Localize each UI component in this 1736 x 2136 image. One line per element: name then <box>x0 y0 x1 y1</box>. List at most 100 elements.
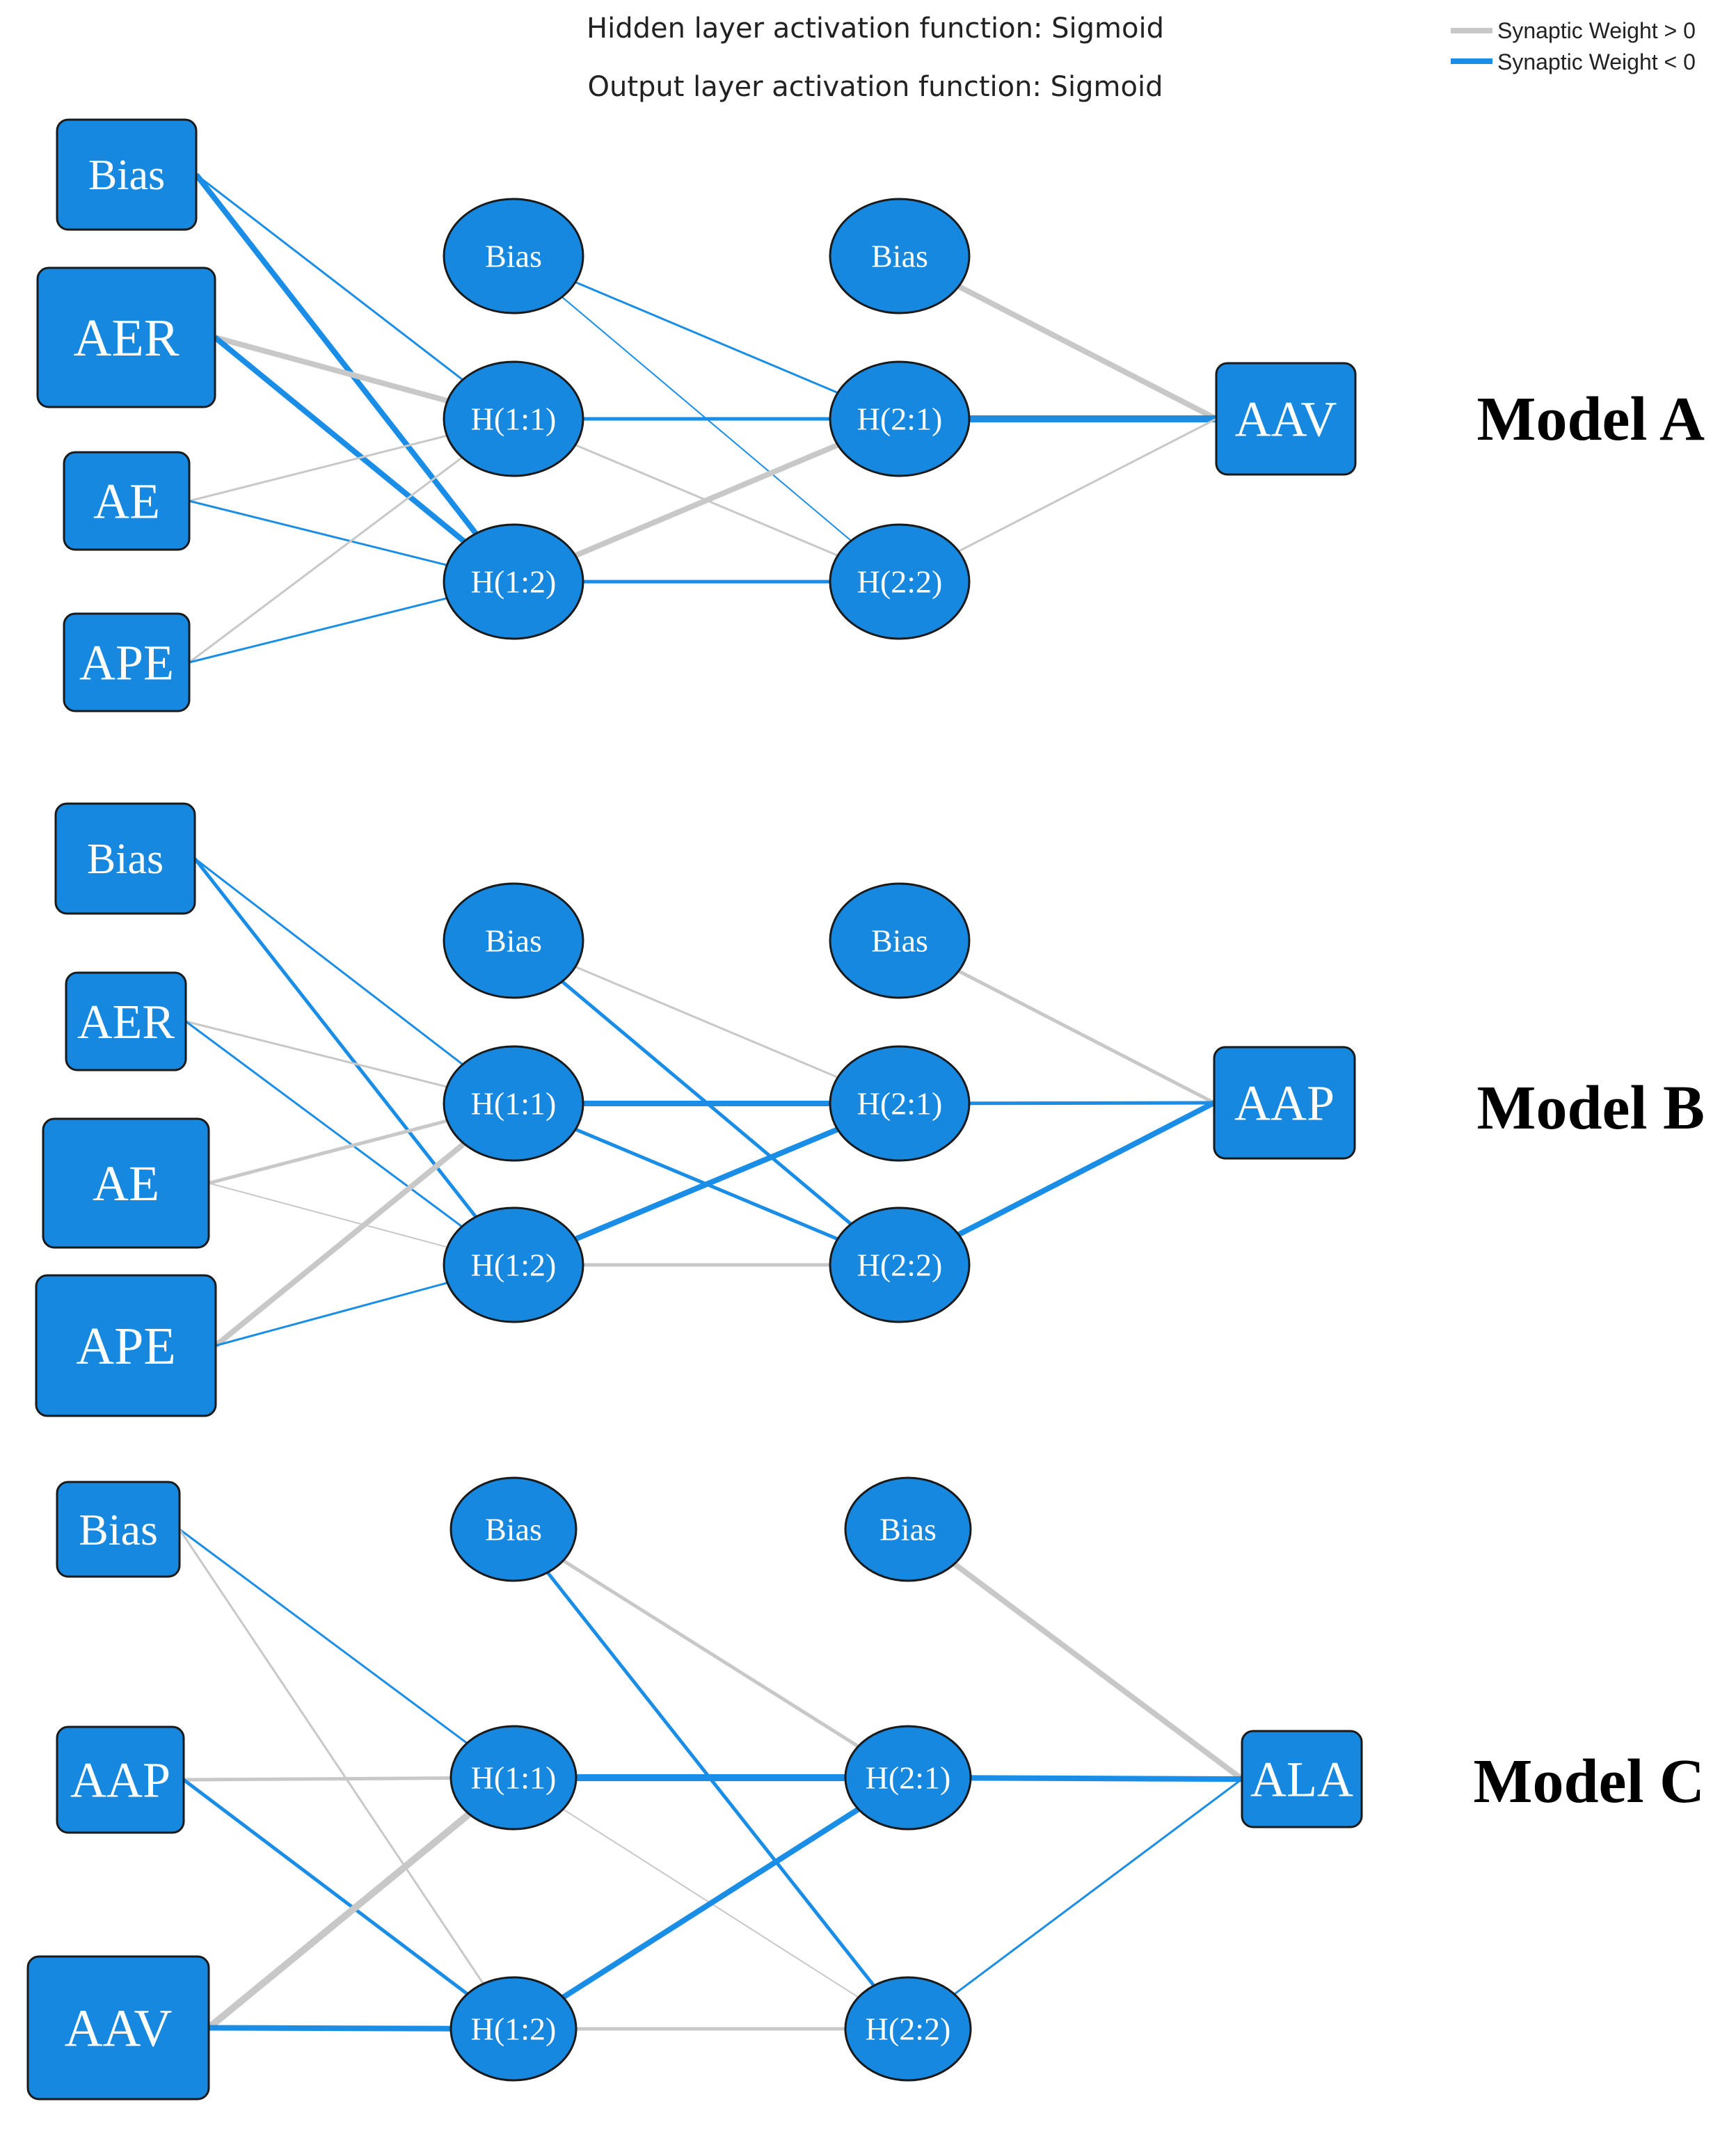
model-labels: Model A Model B Model C <box>1474 385 1705 1816</box>
model-a-edge-in0-to-h1_1-negative <box>196 173 464 381</box>
model-b-edge-in0-to-h1_1-negative <box>194 857 463 1066</box>
model-b-hidden1-node-h-1-2: H(1:2) <box>443 1206 584 1323</box>
model-c-hidden1-label-bias: Bias <box>485 1512 542 1547</box>
model-c-hidden1-label-h-1-1: H(1:1) <box>471 1760 557 1796</box>
model-a-edge-h2_2-to-out-positive <box>958 417 1217 552</box>
model-a-hidden1-label-h-1-2: H(1:2) <box>471 564 557 600</box>
model-a-hidden2-node-bias: Bias <box>829 198 971 314</box>
model-b-edge-in2-to-h1_2-positive <box>208 1182 448 1248</box>
output-activation-caption: Output layer activation function: Sigmoi… <box>588 71 1163 103</box>
model-c-edge-in0-to-h1_2-positive <box>178 1529 484 1985</box>
model-a-input-label-bias: Bias <box>88 152 165 199</box>
model-c-edge-h2_1-to-out-negative <box>970 1775 1243 1782</box>
model-b-input-label-ae: AE <box>93 1156 159 1211</box>
model-a-edge-h1_b-to-h2_1-negative <box>575 281 838 394</box>
model-b-hidden2-label-bias: Bias <box>871 923 928 959</box>
model-c-hidden2-node-bias: Bias <box>844 1476 972 1582</box>
model-b-hidden1-label-bias: Bias <box>485 923 542 959</box>
model-c-edge-in2-to-h1_1-positive <box>206 1811 472 2031</box>
model-c-hidden2-node-h-2-2: H(2:2) <box>844 1976 972 2082</box>
model-c-input-node-bias: Bias <box>56 1481 181 1578</box>
nodes: BiasAERAEAPEBiasH(1:1)H(1:2)BiasH(2:1)H(… <box>26 118 1363 2101</box>
model-b-title: Model B <box>1477 1074 1705 1142</box>
model-c-input-node-aap: AAP <box>56 1725 185 1834</box>
model-b-input-node-bias: Bias <box>54 802 196 915</box>
model-a-hidden2-node-h-2-2: H(2:2) <box>829 523 971 640</box>
model-b-hidden2-node-bias: Bias <box>829 882 971 999</box>
model-c-hidden1-node-bias: Bias <box>449 1476 578 1582</box>
model-b-input-node-ae: AE <box>42 1117 210 1249</box>
model-c-input-label-aap: AAP <box>70 1752 170 1808</box>
model-b-edge-in3-to-h1_1-positive <box>214 1141 466 1348</box>
model-c-edge-in1-to-h1_1-positive <box>183 1776 452 1782</box>
model-c-hidden1-node-h-1-1: H(1:1) <box>449 1725 578 1831</box>
model-a-output-node-aav: AAV <box>1215 362 1357 476</box>
model-c-hidden2-label-bias: Bias <box>879 1512 937 1547</box>
model-a-input-label-ae: AE <box>93 473 160 529</box>
model-a-output-label: AAV <box>1235 391 1337 447</box>
model-b-input-node-aer: AER <box>65 971 187 1071</box>
model-a-edge-h1_2-to-h2_1-positive <box>574 442 839 559</box>
model-b-output-label: AAP <box>1234 1075 1335 1131</box>
model-c-edge-in1-to-h1_2-negative <box>182 1778 469 1995</box>
legend-positive-label: Synaptic Weight > 0 <box>1497 18 1696 43</box>
model-c-edge-h2_2-to-out-negative <box>953 1778 1243 1995</box>
model-c-input-label-aav: AAV <box>65 1999 173 2057</box>
model-a-input-label-aer: AER <box>74 309 180 367</box>
model-c-hidden1-node-h-1-2: H(1:2) <box>449 1976 578 2082</box>
model-c-hidden2-label-h-2-2: H(2:2) <box>866 2011 951 2047</box>
model-c-hidden2-node-h-2-1: H(2:1) <box>844 1725 972 1831</box>
model-a-edge-in2-to-h1_1-positive <box>189 434 447 502</box>
model-c-edge-h1_2-to-h2_1-negative <box>562 1806 860 2000</box>
model-a-input-node-ae: AE <box>63 451 191 551</box>
model-a-title: Model A <box>1477 385 1705 454</box>
model-a-hidden1-node-bias: Bias <box>443 198 584 314</box>
model-b-hidden2-node-h-2-1: H(2:1) <box>829 1045 971 1162</box>
model-b-input-label-bias: Bias <box>87 836 164 883</box>
model-b-input-node-ape: APE <box>35 1274 217 1417</box>
model-c-output-label: ALA <box>1250 1751 1353 1807</box>
model-b-hidden1-node-h-1-1: H(1:1) <box>443 1045 584 1162</box>
model-c-edge-h2_b-to-out-positive <box>953 1561 1244 1782</box>
model-a-input-label-ape: APE <box>79 635 174 690</box>
model-b-edge-h2_2-to-out-negative <box>957 1100 1216 1237</box>
model-c-edge-in2-to-h1_2-negative <box>208 2025 452 2032</box>
model-a-hidden2-label-h-2-1: H(2:1) <box>857 401 943 437</box>
model-b-hidden2-node-h-2-2: H(2:2) <box>829 1206 971 1323</box>
model-a-edge-in1-to-h1_2-negative <box>213 335 466 544</box>
model-a-edge-h2_b-to-out-positive <box>957 284 1218 422</box>
model-b-output-node-aap: AAP <box>1213 1046 1356 1160</box>
model-c-hidden1-label-h-1-2: H(1:2) <box>471 2011 557 2047</box>
model-b-edge-h1_2-to-h2_1-negative <box>574 1126 839 1242</box>
legend-negative-label: Synaptic Weight < 0 <box>1497 49 1696 74</box>
model-c-edge-in0-to-h1_1-negative <box>179 1528 468 1744</box>
model-c-output-node-ala: ALA <box>1241 1730 1363 1828</box>
model-c-title: Model C <box>1474 1747 1705 1816</box>
model-a-hidden1-label-h-1-1: H(1:1) <box>471 401 557 437</box>
hidden-activation-caption: Hidden layer activation function: Sigmoi… <box>587 13 1164 45</box>
model-b-hidden2-label-h-2-1: H(2:1) <box>857 1086 943 1122</box>
model-b-edge-in1-to-h1_2-negative <box>185 1020 463 1228</box>
model-a-hidden2-label-bias: Bias <box>871 239 928 274</box>
model-b-hidden1-node-bias: Bias <box>443 882 584 999</box>
legend: Synaptic Weight > 0 Synaptic Weight < 0 <box>1451 18 1696 74</box>
model-a-hidden2-node-h-2-1: H(2:1) <box>829 360 971 477</box>
model-c-input-label-bias: Bias <box>79 1505 158 1554</box>
model-a-hidden1-node-h-1-1: H(1:1) <box>443 360 584 477</box>
model-a-hidden2-label-h-2-2: H(2:2) <box>857 564 943 600</box>
model-a-edge-in3-to-h1_1-positive <box>189 456 463 664</box>
model-c-edge-h1_b-to-h2_1-positive <box>562 1559 859 1748</box>
model-b-edge-h2_b-to-out-positive <box>957 969 1216 1105</box>
model-b-hidden1-label-h-1-1: H(1:1) <box>471 1086 557 1122</box>
model-a-input-node-aer: AER <box>36 266 216 408</box>
model-a-edge-in1-to-h1_1-positive <box>214 335 449 404</box>
model-a-edge-in2-to-h1_2-negative <box>189 500 447 566</box>
model-a-input-node-bias: Bias <box>56 118 198 231</box>
model-b-input-label-aer: AER <box>77 996 175 1049</box>
model-a-edge-in0-to-h1_2-negative <box>193 173 479 536</box>
model-b-input-label-ape: APE <box>76 1317 176 1376</box>
model-b-edge-h1_b-to-h2_1-positive <box>575 966 838 1078</box>
model-b-edge-in0-to-h1_2-negative <box>193 857 477 1218</box>
model-a-hidden1-node-h-1-2: H(1:2) <box>443 523 584 640</box>
